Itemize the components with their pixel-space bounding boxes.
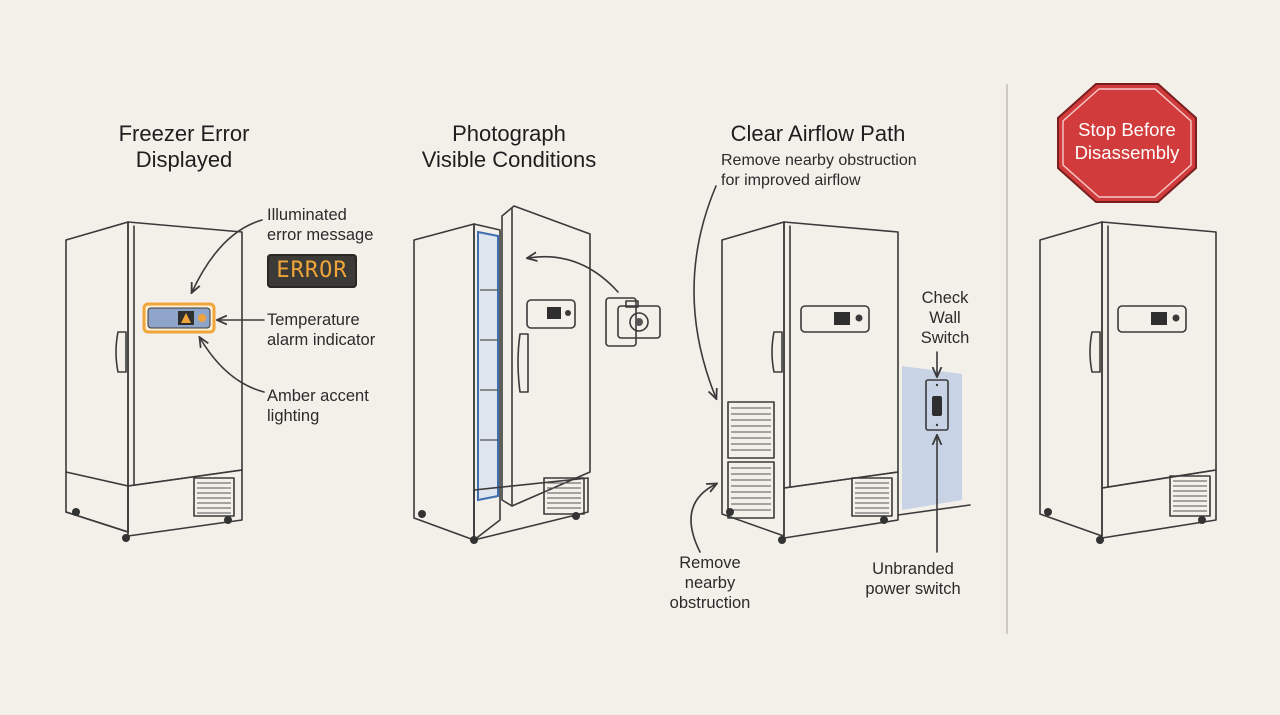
- panel-2-title: Photograph Visible Conditions: [421, 121, 597, 172]
- annotation-power-switch: Unbranded power switch: [865, 560, 961, 598]
- annotation-error-message: Illuminated error message: [267, 206, 374, 244]
- control-panel: [526, 299, 576, 329]
- panel-1-title: Freezer Error Displayed: [118, 121, 250, 172]
- panel-divider: [1006, 84, 1008, 634]
- annotation-amber-lighting: Amber accent lighting: [267, 387, 369, 425]
- panel-3-title: Clear Airflow Path: [730, 121, 906, 146]
- control-panel: [1117, 305, 1187, 333]
- warning-icon: [181, 313, 191, 323]
- control-panel: [800, 305, 870, 333]
- camera-icon: [605, 297, 661, 347]
- freezer-4: [1039, 221, 1217, 544]
- stop-sign-icon: [1057, 83, 1197, 203]
- vent-grille: [193, 477, 235, 517]
- panel-3-subtitle: Remove nearby obstruction for improved a…: [721, 152, 917, 189]
- freezer-2: [413, 205, 661, 544]
- side-vents: [727, 401, 775, 519]
- annotation-remove-obstruction: Remove nearby obstruction: [669, 554, 751, 612]
- freezer-3: [690, 185, 971, 553]
- annotation-temperature-alarm: Temperature alarm indicator: [267, 311, 376, 349]
- freezer-1: [65, 219, 265, 542]
- error-display: ERROR: [267, 254, 357, 288]
- stop-sign-text: Stop Before Disassembly: [1074, 119, 1180, 163]
- wall-switch: [925, 379, 949, 431]
- annotation-check-wall-switch: Check Wall Switch: [920, 289, 970, 347]
- control-panel-alarm: [142, 302, 216, 334]
